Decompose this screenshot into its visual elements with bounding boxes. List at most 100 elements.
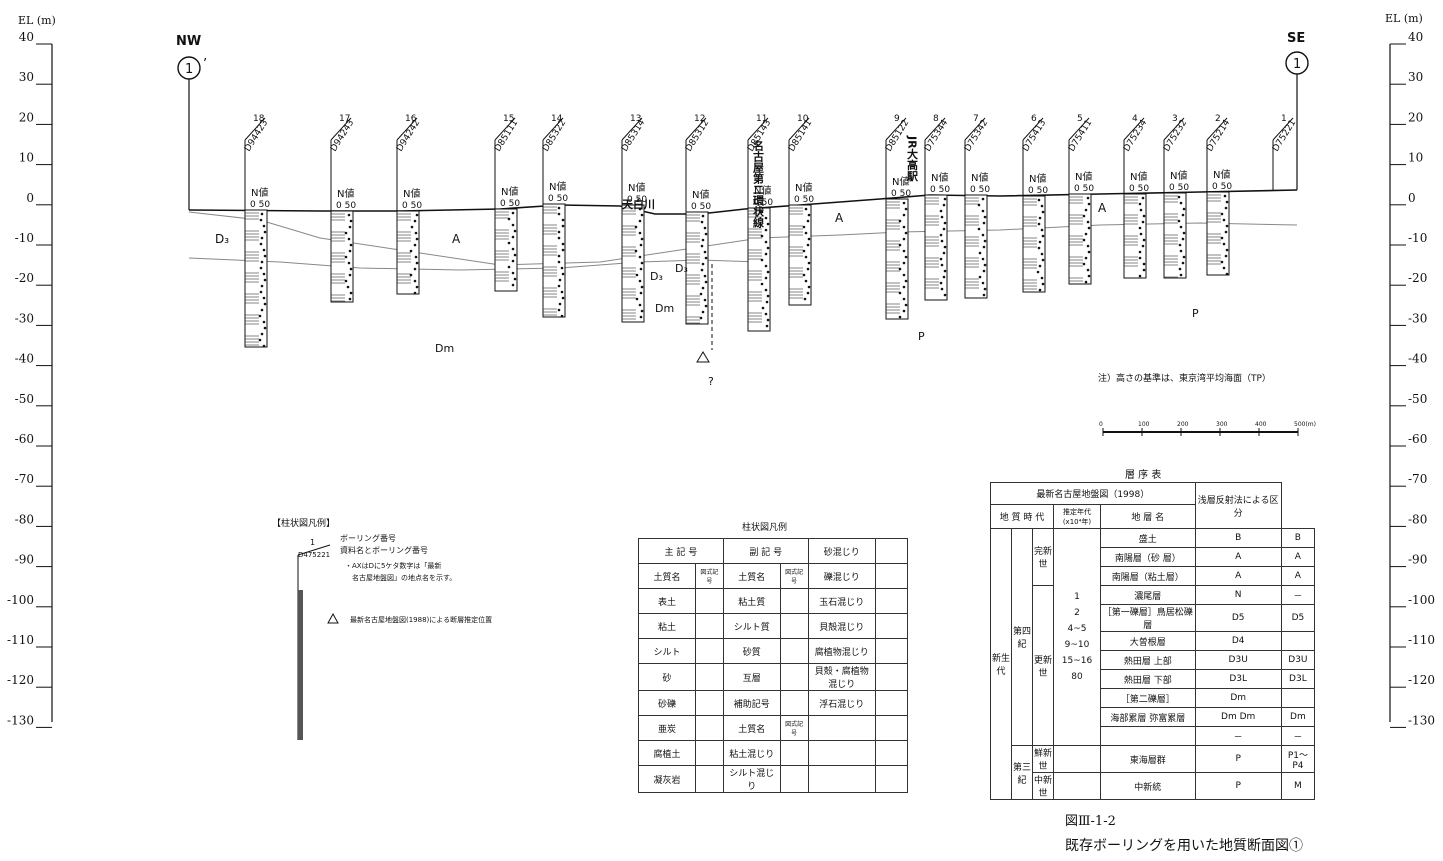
strat-symbol: A (1194, 566, 1282, 586)
legend-table-cell: 砂質 (722, 638, 781, 664)
axis-tick-label: -70 (1408, 472, 1427, 486)
nvalue-dot (638, 255, 642, 259)
axis-tick-label: -30 (15, 311, 34, 325)
nvalue-dot (557, 308, 561, 312)
legend-table-cell: 粘土質 (722, 588, 781, 614)
nvalue-dot (263, 230, 267, 234)
nvalue-dot (939, 233, 943, 237)
unit-d3-left: D₃ (215, 232, 229, 246)
nvalue-dot (701, 238, 705, 242)
nvalue-dot (939, 209, 943, 213)
nvalue-dot (640, 309, 644, 313)
nvalue-dot (1224, 254, 1228, 258)
borehole-number: 2 (1215, 114, 1221, 124)
nvalue-dot (1182, 231, 1186, 235)
nvalue-dot (942, 203, 946, 207)
nvalue-label: N値 (628, 181, 645, 194)
nvalue-dot (700, 244, 704, 248)
nvalue-dot (904, 279, 908, 283)
nvalue-dot (983, 215, 987, 219)
borehole-flag (244, 117, 266, 141)
nvalue-label: N値 (892, 175, 909, 188)
nvalue-dot (940, 239, 944, 243)
axis-tick-label: 10 (19, 151, 34, 165)
nvalue-dot (981, 257, 985, 261)
nvalue-dot (1177, 219, 1181, 223)
legend-table-cell (779, 690, 809, 716)
borehole-flag (396, 117, 418, 141)
legend-table-cell: 腐植土 (638, 740, 696, 766)
borehole-flag (1068, 117, 1090, 141)
nvalue-dot (898, 219, 902, 223)
borehole-flag (1206, 117, 1228, 141)
legend-table-cell: 腐植物混じり (807, 638, 876, 664)
legend-table-symbol (874, 663, 909, 691)
nvalue-dot (977, 203, 981, 207)
nvalue-dot (260, 332, 264, 336)
nvalue-dot (804, 207, 808, 211)
nvalue-dot (902, 225, 906, 229)
nvalue-label: N値 (1075, 170, 1092, 183)
nvalue-dot (409, 249, 413, 253)
nvalue-dot (560, 290, 564, 294)
nvalue-dot (902, 285, 906, 289)
nvalue-dot (804, 231, 808, 235)
strat-symbol: Dm (1194, 688, 1282, 708)
nvalue-dot (1082, 262, 1086, 266)
strat-reflection: M (1280, 772, 1316, 800)
borehole-flag (1163, 117, 1185, 141)
strat-pliocene: 鮮新世 (1032, 745, 1054, 773)
nvalue-dot (902, 201, 906, 205)
nvalue-dot (701, 310, 705, 314)
nvalue-dot (1181, 237, 1185, 241)
nvalue-dot (983, 263, 987, 267)
nvalue-dot (558, 278, 562, 282)
legend-table-cell (807, 740, 876, 766)
nvalue-dot (263, 254, 267, 258)
strat-layer-name: ［第二礫層］ (1100, 688, 1196, 708)
nvalue-dot (764, 228, 768, 232)
legend-sample-flag (297, 544, 331, 556)
axis-tick-label: -40 (1408, 352, 1427, 366)
nvalue-dot (349, 267, 353, 271)
nvalue-scale: 0 50 (250, 200, 270, 210)
nvalue-dot (413, 291, 417, 295)
axis-tick-label: 20 (19, 110, 34, 124)
borehole-flag (1123, 117, 1145, 141)
nvalue-dot (902, 213, 906, 217)
nvalue-dot (511, 259, 515, 263)
strat-symbol: D5 (1194, 604, 1282, 632)
nvalue-dot (259, 266, 263, 270)
scale-tick-label: 100 (1138, 421, 1150, 428)
nvalue-dot (700, 268, 704, 272)
nvalue-dot (760, 258, 764, 262)
nvalue-dot (982, 245, 986, 249)
strat-layer-name: 濃尾層 (1100, 585, 1196, 605)
nvalue-dot (766, 294, 770, 298)
nvalue-dot (807, 261, 811, 265)
legend-fault-triangle-icon (327, 612, 339, 624)
nvalue-dot (638, 303, 642, 307)
axis-tick-label: -30 (1408, 311, 1427, 325)
figure-number: 図Ⅲ-1-2 (1065, 814, 1116, 829)
nvalue-label: N値 (403, 187, 420, 200)
legend-table-cell (694, 588, 724, 614)
nvalue-dot (1225, 248, 1229, 252)
nvalue-dot (349, 243, 353, 247)
borehole-column (1206, 191, 1230, 276)
nvalue-dot (1038, 240, 1042, 244)
nvalue-scale: 0 50 (930, 185, 950, 195)
nvalue-dot (1222, 218, 1226, 222)
legend-table-cell: 補助記号 (722, 690, 781, 716)
nvalue-dot (981, 197, 985, 201)
strat-title: 層 序 表 (1125, 470, 1162, 481)
legend-table-cell: 浮石混じり (807, 690, 876, 716)
legend-table-cell: 土質名 (722, 563, 781, 589)
strat-reflection: Dm (1280, 707, 1316, 727)
nvalue-dot (260, 260, 264, 264)
nvalue-dot (803, 297, 807, 301)
strat-reflection: A (1280, 566, 1316, 586)
legend-table-cell: 土質名 (722, 715, 781, 741)
legend-table-cell: 砂 (638, 663, 696, 691)
